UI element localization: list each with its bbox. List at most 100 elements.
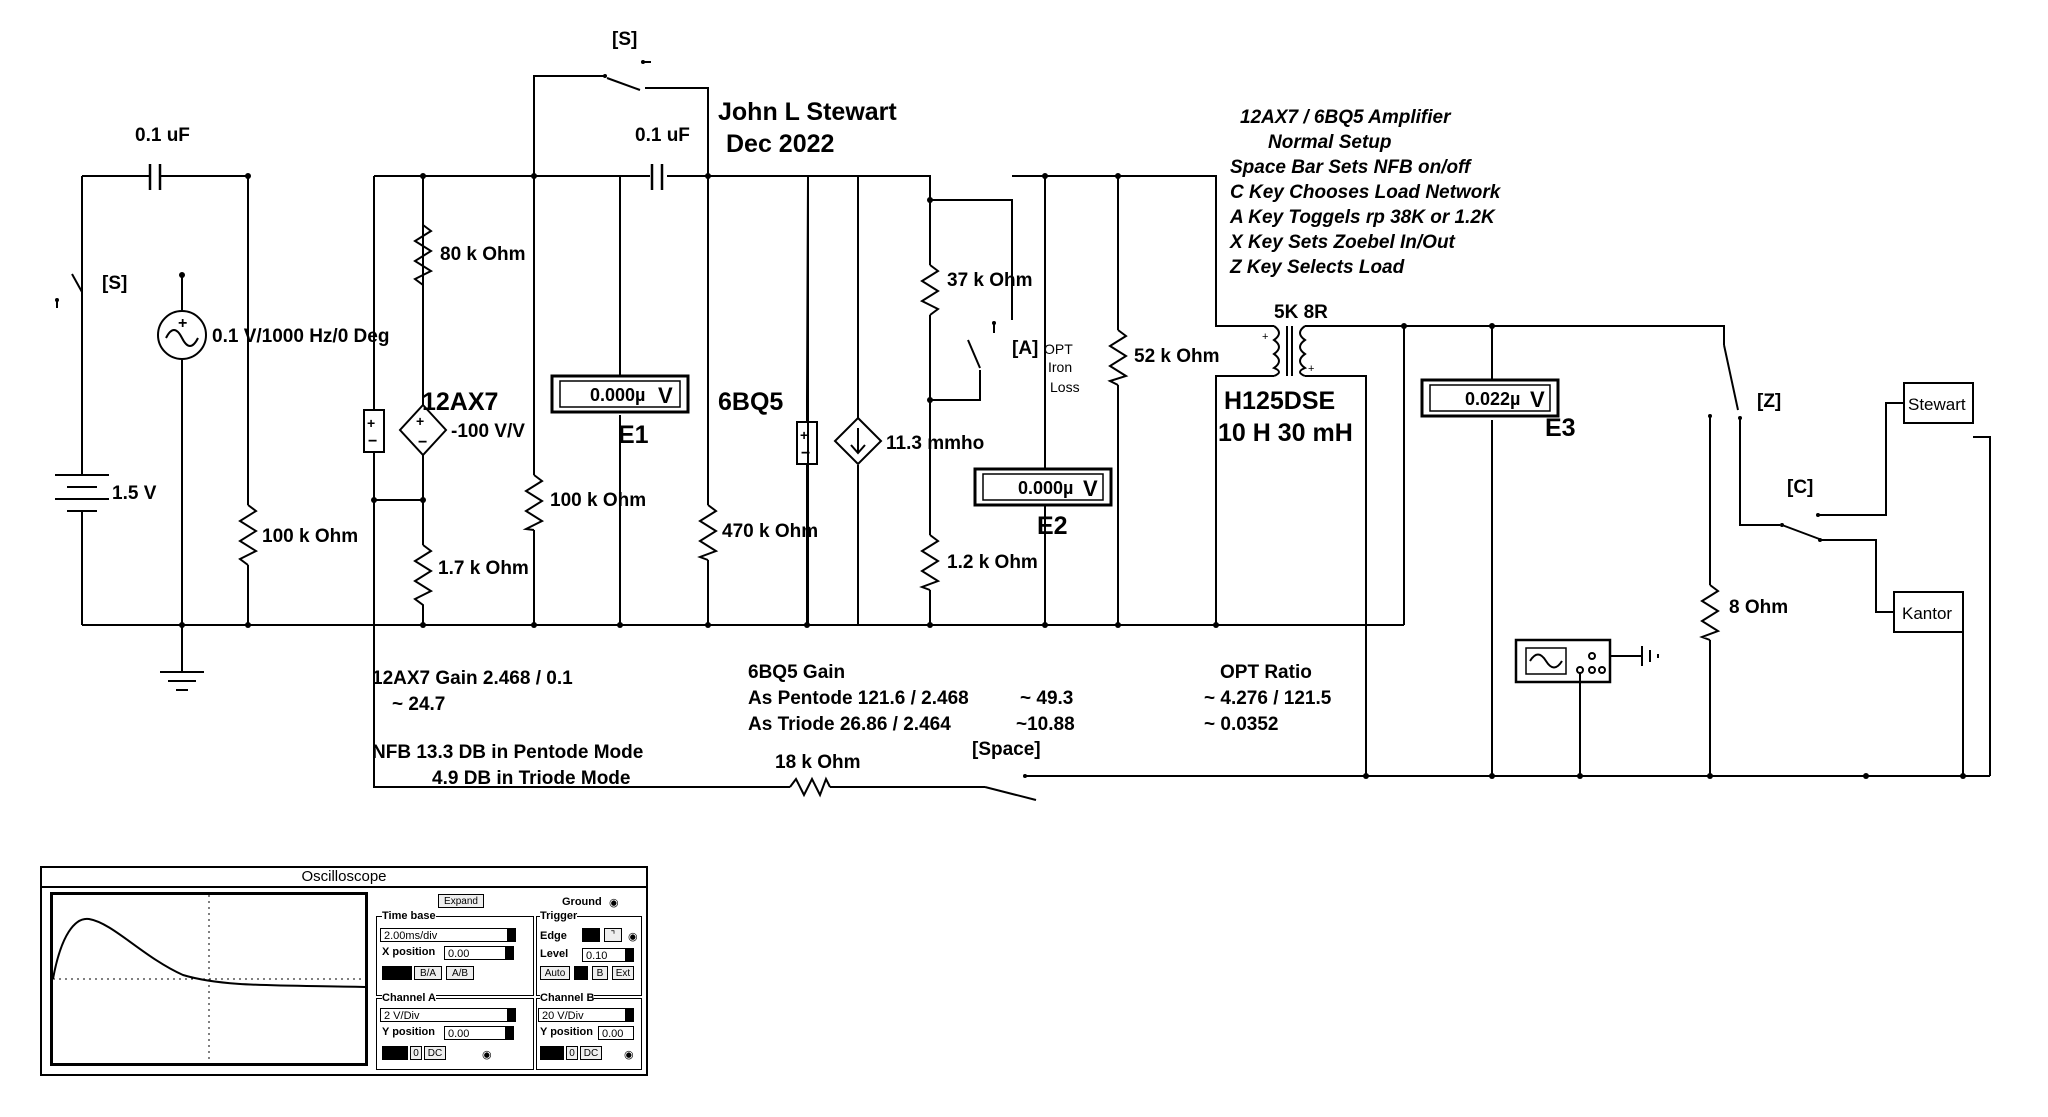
time-base-field[interactable]: 2.00ms/div bbox=[380, 928, 508, 942]
gain-6bq5-title: 6BQ5 Gain bbox=[748, 662, 845, 683]
nfb-triode: 4.9 DB in Triode Mode bbox=[432, 768, 630, 789]
opt-loss-2: Iron bbox=[1048, 359, 1072, 375]
switch-space[interactable] bbox=[984, 774, 1037, 801]
meter-e1: 0.000µ V bbox=[550, 374, 690, 414]
battery bbox=[55, 470, 109, 625]
channel-a-radio[interactable]: ◉ bbox=[482, 1049, 492, 1061]
level-label: Level bbox=[540, 948, 569, 960]
meter-e2: 0.000µ V bbox=[973, 467, 1113, 507]
svg-text:+: + bbox=[367, 415, 375, 431]
top-switch[interactable] bbox=[603, 60, 651, 91]
ya-button[interactable] bbox=[382, 966, 412, 980]
resistor-100k-input-label: 100 k Ohm bbox=[262, 526, 358, 547]
switch-a[interactable] bbox=[967, 321, 996, 369]
opt-ratio-title: OPT Ratio bbox=[1220, 662, 1312, 683]
channel-b-zero-button[interactable]: 0 bbox=[566, 1046, 578, 1060]
meter-e1-value: 0.000µ bbox=[590, 385, 645, 405]
level-spinner[interactable] bbox=[626, 948, 634, 962]
notes-line: A Key Toggels rp 38K or 1.2K bbox=[1229, 207, 1496, 228]
auto-button[interactable]: Auto bbox=[540, 966, 570, 980]
channel-a-ac-button[interactable] bbox=[382, 1046, 408, 1060]
notes-line: C Key Chooses Load Network bbox=[1230, 182, 1502, 203]
wire-nfb bbox=[373, 500, 985, 788]
resistor-1k7 bbox=[413, 544, 434, 625]
switch-c[interactable] bbox=[1780, 513, 1823, 542]
switch-z[interactable] bbox=[1708, 344, 1742, 776]
y-position-b-field[interactable]: 0.00 bbox=[598, 1026, 634, 1040]
oscilloscope-trace bbox=[52, 895, 366, 1063]
y-position-b-label: Y position bbox=[540, 1026, 593, 1038]
load-stewart-box[interactable] bbox=[1903, 382, 1974, 424]
x-position-field[interactable]: 0.00 bbox=[444, 946, 506, 960]
wire-loads-return bbox=[1962, 436, 1991, 776]
meter-e3-value: 0.022µ bbox=[1465, 389, 1520, 409]
svg-text:−: − bbox=[801, 445, 810, 462]
transformer-ratio: 5K 8R bbox=[1274, 302, 1328, 323]
tube-12ax7-gain: -100 V/V bbox=[451, 421, 525, 442]
y-position-a-spinner[interactable] bbox=[506, 1026, 514, 1040]
author-date: Dec 2022 bbox=[726, 130, 834, 158]
oscilloscope-icon[interactable] bbox=[1514, 638, 1612, 684]
wire-c bbox=[1739, 418, 1780, 526]
edge-radio[interactable]: ◉ bbox=[628, 931, 638, 943]
wire-6bq5-grid bbox=[806, 175, 809, 422]
notes-line: Space Bar Sets NFB on/off bbox=[1230, 157, 1472, 178]
resistor-18k bbox=[789, 776, 831, 798]
wire-transformer-primary bbox=[1118, 175, 1274, 625]
expand-button[interactable]: Expand bbox=[438, 894, 484, 908]
meter-e2-label: E2 bbox=[1037, 512, 1068, 540]
channel-a-zero-button[interactable]: 0 bbox=[410, 1046, 422, 1060]
channel-b-spinner[interactable] bbox=[626, 1008, 634, 1022]
resistor-1k2 bbox=[919, 534, 941, 591]
channel-a-field[interactable]: 2 V/Div bbox=[380, 1008, 508, 1022]
resistor-8-ohm-label: 8 Ohm bbox=[1729, 597, 1788, 618]
wire-z bbox=[1492, 325, 1725, 345]
ground-label: Ground bbox=[562, 896, 602, 908]
ab-button[interactable]: A/B bbox=[446, 966, 474, 980]
notes-line: Z Key Selects Load bbox=[1229, 257, 1405, 278]
notes-title: 12AX7 / 6BQ5 Amplifier bbox=[1240, 107, 1452, 128]
level-field[interactable]: 0.10 bbox=[582, 948, 626, 962]
resistor-470k-label: 470 k Ohm bbox=[722, 521, 818, 542]
load-kantor-box[interactable] bbox=[1893, 591, 1964, 633]
resistor-1k2-label: 1.2 k Ohm bbox=[947, 552, 1038, 573]
svg-text:−: − bbox=[418, 434, 427, 451]
author-name: John L Stewart bbox=[718, 98, 897, 126]
source-label: 0.1 V/1000 Hz/0 Deg bbox=[212, 326, 389, 347]
resistor-100k-plate-label: 100 k Ohm bbox=[550, 490, 646, 511]
x-position-spinner[interactable] bbox=[506, 946, 514, 960]
trigger-a-button[interactable] bbox=[574, 966, 588, 980]
oscilloscope-title: Oscilloscope bbox=[42, 868, 646, 888]
channel-b-label: Channel B bbox=[540, 992, 595, 1004]
edge-label: Edge bbox=[540, 930, 567, 942]
channel-b-dc-button[interactable]: DC bbox=[580, 1046, 602, 1060]
channel-b-ac-button[interactable] bbox=[540, 1046, 564, 1060]
nfb-pentode: NFB 13.3 DB in Pentode Mode bbox=[372, 742, 643, 763]
channel-a-dc-button[interactable]: DC bbox=[424, 1046, 446, 1060]
edge-falling-button[interactable]: ⌝ bbox=[604, 928, 622, 942]
opt-loss-3: Loss bbox=[1050, 379, 1080, 395]
input-switch-label: [S] bbox=[102, 273, 127, 294]
edge-rising-button[interactable] bbox=[582, 928, 600, 942]
transformer: + + bbox=[1262, 325, 1314, 377]
wire-12ax7-grid bbox=[373, 175, 423, 410]
time-base-spinner[interactable] bbox=[508, 928, 516, 942]
channel-b-radio[interactable]: ◉ bbox=[624, 1049, 634, 1061]
transformer-model: H125DSE bbox=[1224, 387, 1335, 415]
ext-button[interactable]: Ext bbox=[612, 966, 634, 980]
meter-e3-label: E3 bbox=[1545, 414, 1576, 442]
battery-label: 1.5 V bbox=[112, 483, 157, 504]
channel-a-spinner[interactable] bbox=[508, 1008, 516, 1022]
input-switch[interactable] bbox=[55, 270, 83, 470]
ba-button[interactable]: B/A bbox=[414, 966, 442, 980]
switch-c-label: [C] bbox=[1787, 477, 1813, 498]
channel-b-field[interactable]: 20 V/Div bbox=[538, 1008, 626, 1022]
channel-a-group bbox=[376, 998, 534, 1070]
ground-radio[interactable]: ◉ bbox=[609, 897, 619, 909]
resistor-8-ohm bbox=[1699, 584, 1721, 641]
y-position-a-field[interactable]: 0.00 bbox=[444, 1026, 506, 1040]
trigger-b-button[interactable]: B bbox=[592, 966, 608, 980]
gain-12ax7-value: ~ 24.7 bbox=[392, 694, 445, 715]
notes-line: X Key Sets Zoebel In/Out bbox=[1229, 232, 1456, 253]
svg-text:+: + bbox=[800, 427, 808, 443]
